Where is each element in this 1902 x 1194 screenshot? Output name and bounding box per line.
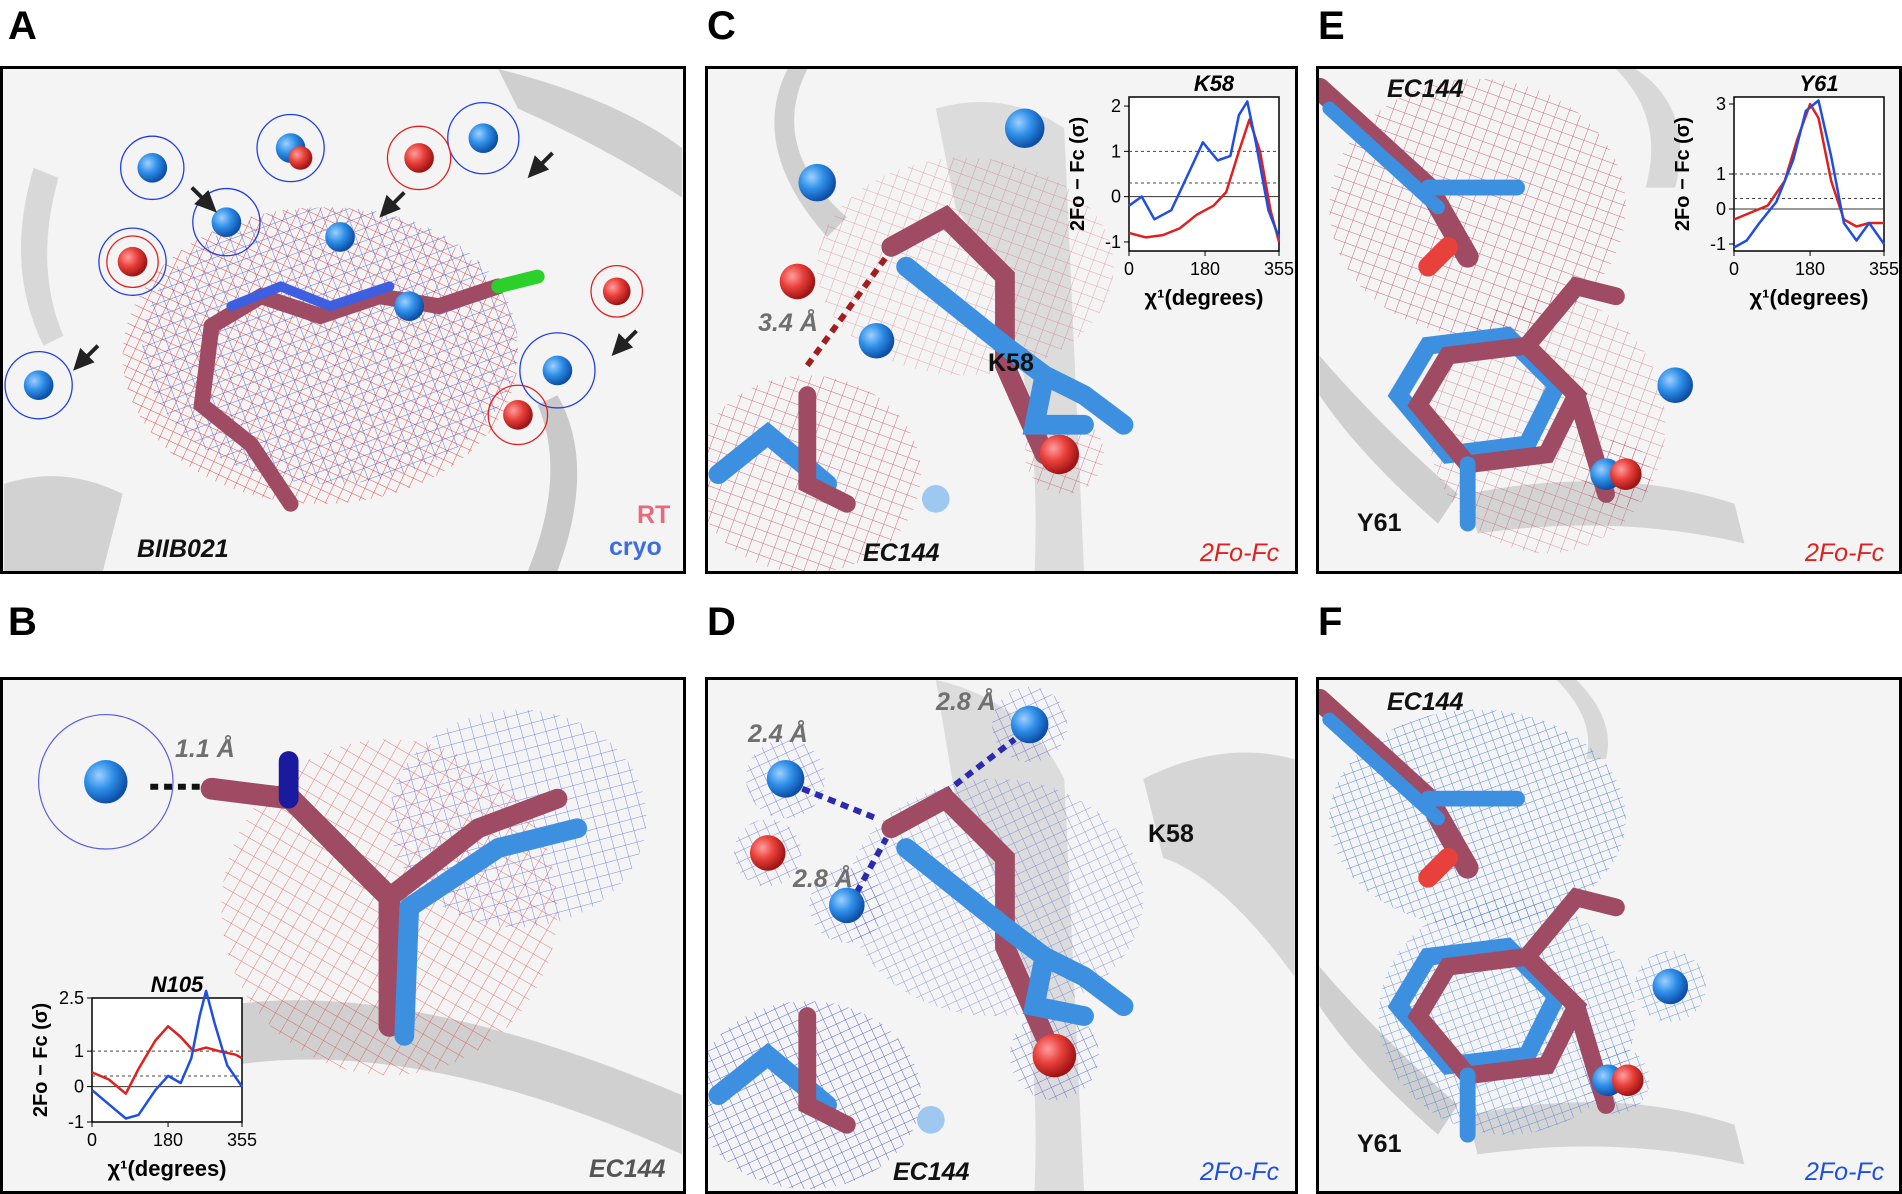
series-line-0 xyxy=(91,1025,243,1095)
y-axis-label: 2Fo − Fc (σ) xyxy=(30,1003,52,1117)
x-tick-label-0: 0 xyxy=(1729,259,1739,279)
ligand-label-biib021: BIIB021 xyxy=(137,535,229,563)
legend-rt: RT xyxy=(637,501,671,529)
series-line-0 xyxy=(1733,102,1884,228)
distance-label-1-1: 1.1 Å xyxy=(175,735,235,763)
residue-label-k58: K58 xyxy=(988,349,1034,377)
panel-letter-a: A xyxy=(8,4,37,48)
x-tick-label-2: 355 xyxy=(227,1130,257,1150)
chart-frame xyxy=(91,997,243,1123)
chart-frame xyxy=(1128,96,1280,252)
distance-label-2-4: 2.4 Å xyxy=(748,720,808,748)
panel-e-structure-render xyxy=(1319,69,1745,554)
ligand-label-ec144: EC144 xyxy=(1387,688,1464,716)
series-line-1 xyxy=(1733,99,1886,249)
chart-title: K58 xyxy=(1194,71,1235,96)
panel-a: BIIB021 RT cryo xyxy=(0,66,686,574)
y-tick-label-1: 0 xyxy=(1111,187,1121,207)
chart-title: N105 xyxy=(151,972,204,997)
panel-letter-f: F xyxy=(1318,600,1343,644)
x-axis-label: χ¹(degrees) xyxy=(1144,285,1263,310)
x-tick-label-2: 355 xyxy=(1264,259,1294,279)
distance-label-3-4: 3.4 Å xyxy=(758,309,818,337)
x-tick-label-1: 180 xyxy=(1190,259,1220,279)
map-label-2fofc-red: 2Fo-Fc xyxy=(1200,539,1280,567)
panel-d-structure-render xyxy=(708,680,1295,1191)
panel-f: EC144 Y61 2Fo-Fc xyxy=(1316,677,1902,1194)
x-tick-label-2: 355 xyxy=(1869,259,1899,279)
map-label-2fofc-blue: 2Fo-Fc xyxy=(1200,1158,1280,1186)
residue-label-y61: Y61 xyxy=(1357,509,1402,537)
panel-letter-e: E xyxy=(1318,4,1345,48)
x-axis-label: χ¹(degrees) xyxy=(1749,285,1868,310)
y-tick-label-2: 1 xyxy=(1716,164,1726,184)
y-tick-label-0: -1 xyxy=(1105,232,1121,252)
y-tick-label-2: 1 xyxy=(74,1041,84,1061)
legend-cryo: cryo xyxy=(609,533,662,561)
y-tick-label-1: 0 xyxy=(1716,199,1726,219)
series-line-1 xyxy=(1128,100,1281,238)
y-tick-label-0: -1 xyxy=(68,1112,84,1132)
residue-label-k58: K58 xyxy=(1148,820,1194,848)
panel-b-structure-render xyxy=(37,709,683,1155)
x-axis-label: χ¹(degrees) xyxy=(107,1156,226,1181)
y-axis-label: 2Fo − Fc (σ) xyxy=(1067,117,1089,231)
x-tick-label-1: 180 xyxy=(153,1130,183,1150)
chart-title: Y61 xyxy=(1799,71,1838,96)
x-tick-label-0: 0 xyxy=(1124,259,1134,279)
ligand-label-ec144: EC144 xyxy=(863,539,940,567)
panel-letter-c: C xyxy=(707,4,736,48)
x-tick-label-0: 0 xyxy=(87,1130,97,1150)
y-tick-label-0: -1 xyxy=(1710,234,1726,254)
distance-label-2-8-mid: 2.8 Å xyxy=(793,865,853,893)
panel-a-structure-render xyxy=(4,69,682,571)
map-label-2fofc-red: 2Fo-Fc xyxy=(1805,539,1885,567)
panel-d: 2.8 Å 2.4 Å 2.8 Å K58 EC144 2Fo-Fc xyxy=(705,677,1298,1194)
y-tick-label-3: 3 xyxy=(1716,94,1726,114)
map-label-2fofc-blue: 2Fo-Fc xyxy=(1805,1158,1885,1186)
series-line-0 xyxy=(1128,118,1281,243)
ligand-label-ec144: EC144 xyxy=(1387,75,1464,103)
series-line-1 xyxy=(91,989,244,1120)
y-tick-label-1: 0 xyxy=(74,1077,84,1097)
ligand-label-ec144: EC144 xyxy=(893,1158,970,1186)
x-tick-label-1: 180 xyxy=(1795,259,1825,279)
panel-c-structure-render xyxy=(708,69,1134,571)
panel-letter-b: B xyxy=(8,600,37,644)
panel-letter-d: D xyxy=(707,600,736,644)
y-axis-label: 2Fo − Fc (σ) xyxy=(1672,117,1694,231)
residue-label-y61: Y61 xyxy=(1357,1130,1402,1158)
y-tick-label-3: 2.5 xyxy=(59,988,84,1008)
panel-f-structure-render xyxy=(1319,680,1745,1165)
y-tick-label-2: 1 xyxy=(1111,141,1121,161)
ligand-label-ec144: EC144 xyxy=(589,1155,666,1183)
distance-label-2-8-top: 2.8 Å xyxy=(936,688,996,716)
y-tick-label-3: 2 xyxy=(1111,96,1121,116)
